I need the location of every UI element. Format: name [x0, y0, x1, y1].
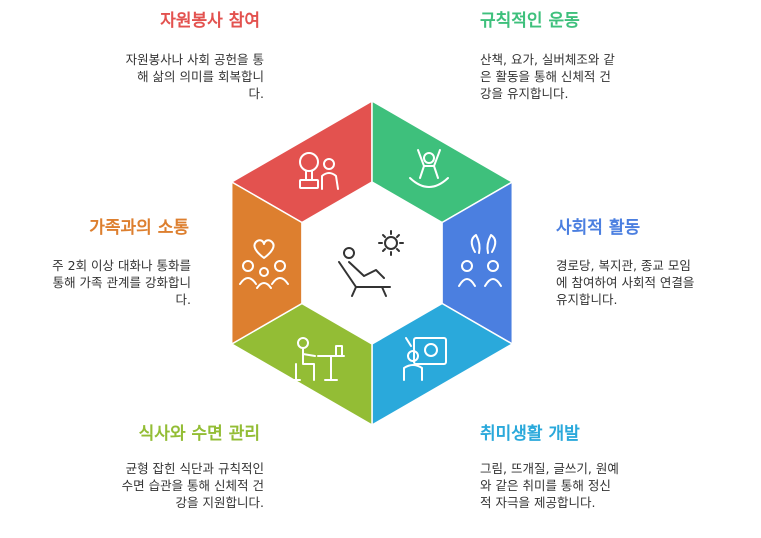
family-heart-icon	[239, 239, 289, 289]
desc-line: 강을 유지합니다.	[480, 86, 569, 101]
desc-line: 경로당, 복지관, 종교 모임	[556, 258, 691, 273]
desc-line: 균형 잡힌 식단과 규칙적인	[125, 461, 264, 476]
desc-line: 자원봉사나 사회 공헌을 통	[125, 52, 264, 67]
desc-line: 적 자극을 제공합니다.	[480, 495, 596, 510]
painting-icon	[403, 337, 447, 381]
desc-line: 해 삶의 의미를 회복합니	[137, 69, 264, 84]
desc-meal-sleep: 균형 잡힌 식단과 규칙적인 수면 습관을 통해 신체적 건 강을 지원합니다.	[79, 460, 264, 511]
desc-line: 주 2회 이상 대화나 통화를	[52, 258, 191, 273]
segment-family	[230, 180, 303, 346]
desc-line: 산책, 요가, 실버체조와 같	[480, 52, 615, 67]
desc-line: 다.	[248, 86, 264, 101]
title-social: 사회적 활동	[556, 218, 641, 238]
desc-exercise: 산책, 요가, 실버체조와 같 은 활동을 통해 신체적 건 강을 유지합니다.	[480, 51, 660, 102]
desc-family: 주 2회 이상 대화나 통화를 통해 가족 관계를 강화합니 다.	[26, 257, 191, 308]
title-volunteer: 자원봉사 참여	[160, 11, 260, 31]
dining-icon	[291, 337, 345, 381]
title-hobby: 취미생활 개발	[480, 424, 580, 444]
exercise-icon	[409, 149, 449, 188]
desc-line: 다.	[175, 292, 191, 307]
desc-line: 에 참여하여 사회적 연결을	[556, 275, 695, 290]
volunteer-icon	[299, 152, 339, 190]
social-people-icon	[458, 234, 502, 287]
title-meal-sleep: 식사와 수면 관리	[138, 424, 260, 444]
desc-social: 경로당, 복지관, 종교 모임 에 참여하여 사회적 연결을 유지합니다.	[556, 257, 731, 308]
title-family: 가족과의 소통	[89, 218, 189, 238]
relaxing-sun-icon	[338, 230, 404, 297]
title-exercise: 규칙적인 운동	[480, 11, 580, 31]
desc-line: 그림, 뜨개질, 글쓰기, 원예	[480, 461, 619, 476]
center-hexagon	[302, 182, 442, 344]
desc-line: 통해 가족 관계를 강화합니	[52, 275, 191, 290]
desc-line: 은 활동을 통해 신체적 건	[480, 69, 611, 84]
desc-line: 강을 지원합니다.	[175, 495, 264, 510]
desc-line: 유지합니다.	[556, 292, 618, 307]
desc-line: 와 같은 취미를 통해 정신	[480, 478, 611, 493]
desc-line: 수면 습관을 통해 신체적 건	[121, 478, 264, 493]
desc-volunteer: 자원봉사나 사회 공헌을 통 해 삶의 의미를 회복합니 다.	[84, 51, 264, 102]
desc-hobby: 그림, 뜨개질, 글쓰기, 원예 와 같은 취미를 통해 정신 적 자극을 제공…	[480, 460, 660, 511]
